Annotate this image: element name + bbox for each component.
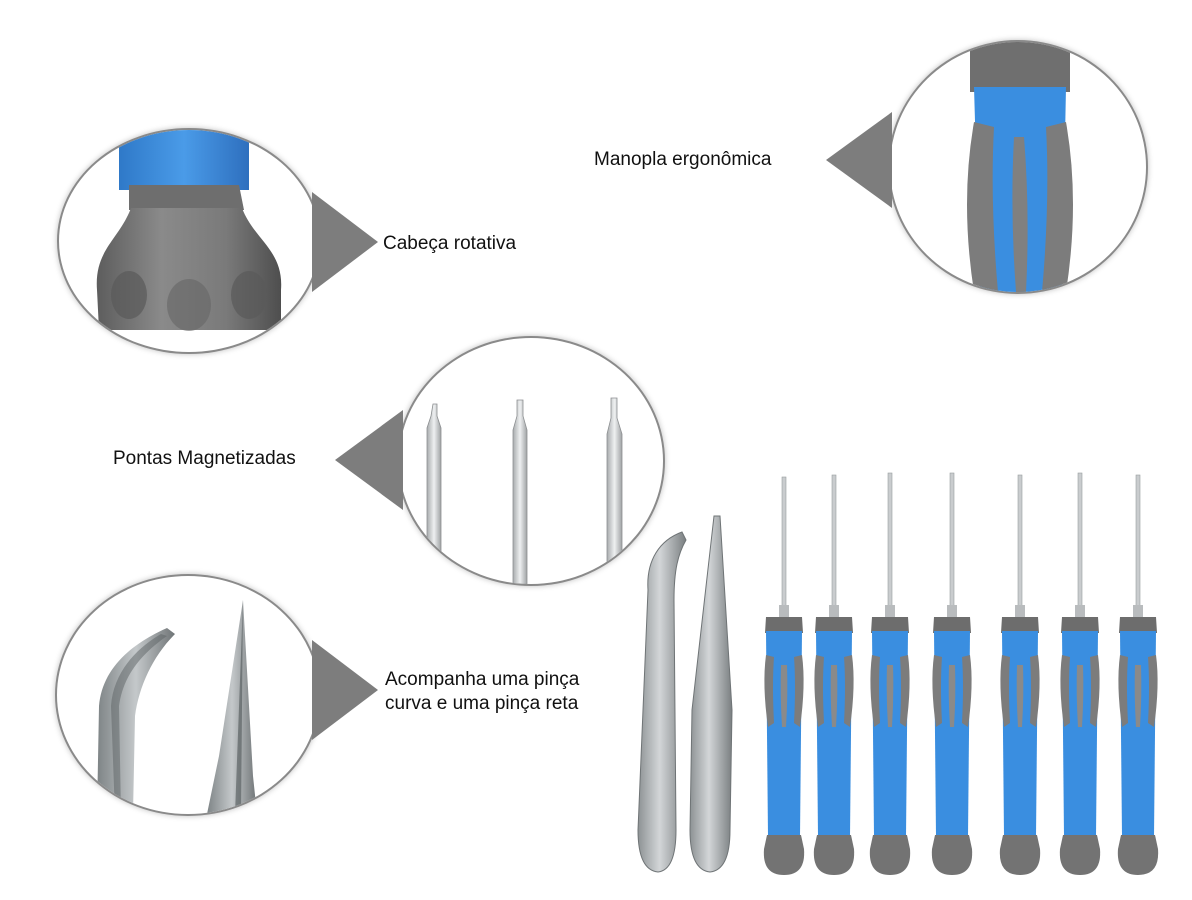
screwdriver — [999, 474, 1041, 875]
tweezers-image — [97, 600, 257, 814]
rotating-head-callout — [57, 128, 321, 354]
screwdriver — [1117, 474, 1159, 875]
ergonomic-grip-callout — [888, 40, 1148, 294]
tweezers-pair-photo — [637, 515, 733, 873]
screwdriver — [869, 472, 911, 875]
tweezers-callout — [55, 574, 321, 816]
magnetized-tips-pointer — [335, 410, 403, 510]
screwdriver-set-photo — [752, 465, 1172, 885]
tweezers-label-line1: Acompanha uma pinça — [385, 669, 580, 690]
rotating-head-label: Cabeça rotativa — [383, 233, 517, 254]
ergonomic-grip-pointer — [826, 112, 892, 208]
rotating-head-image — [96, 130, 282, 331]
screwdriver — [931, 472, 973, 875]
tweezers-pointer — [312, 640, 378, 740]
magnetized-tips-label: Pontas Magnetizadas — [113, 448, 296, 469]
screwdriver-set-drawing — [763, 472, 1159, 875]
rotating-head-pointer — [312, 192, 378, 292]
magnetized-tips-image — [426, 397, 623, 584]
screwdriver — [763, 476, 805, 875]
tweezers-label: Acompanha uma pinça curva e uma pinça re… — [385, 668, 579, 716]
tweezers-label-line2: curva e uma pinça reta — [385, 693, 579, 714]
screwdriver — [813, 474, 855, 875]
magnetized-tips-callout — [397, 336, 665, 586]
ergonomic-grip-label: Manopla ergonômica — [594, 149, 772, 170]
screwdriver — [1059, 472, 1101, 875]
ergonomic-grip-image — [967, 42, 1073, 292]
